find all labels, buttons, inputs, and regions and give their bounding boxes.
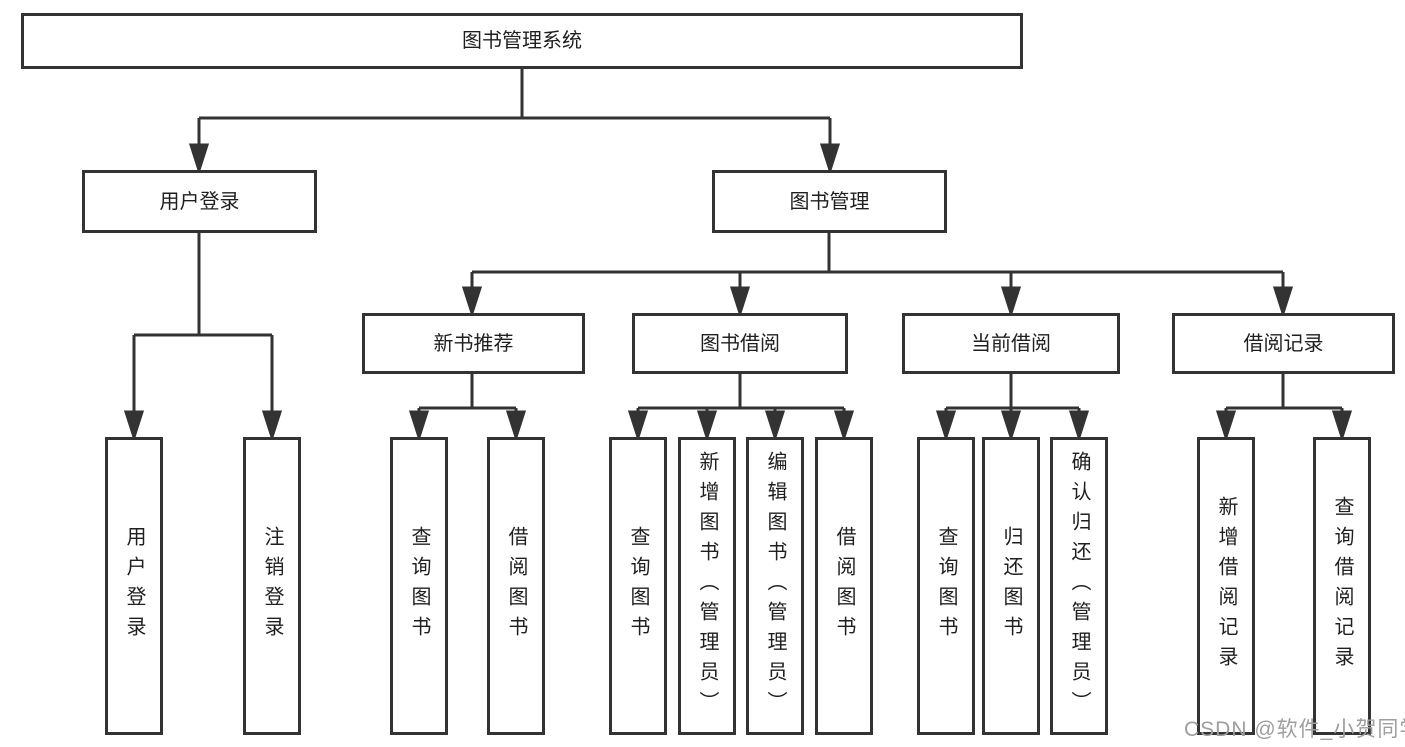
node-label: 借阅图书: [833, 526, 855, 646]
leaf-add-book-admin: 新增图书（管理员）: [678, 437, 736, 735]
arrowhead: [696, 410, 718, 442]
node-book-management: 图书管理: [712, 170, 947, 233]
leaf-confirm-return-admin: 确认归还（管理员）: [1050, 437, 1108, 735]
leaf-add-borrow-record: 新增借阅记录: [1197, 437, 1255, 735]
leaf-query-books-current: 查询图书: [917, 437, 975, 735]
node-label: 图书管理系统: [462, 30, 582, 52]
arrowhead: [819, 143, 841, 175]
connector-root-to-level1: [188, 69, 841, 430]
leaf-query-books-recommend: 查询图书: [390, 437, 448, 735]
arrowhead: [729, 286, 751, 318]
node-library-management-system: 图书管理系统: [21, 13, 1023, 69]
node-label: 查询图书: [935, 526, 957, 646]
node-user-login: 用户登录: [82, 170, 317, 233]
node-current-borrow: 当前借阅: [902, 313, 1120, 374]
leaf-query-books-borrow: 查询图书: [609, 437, 667, 735]
node-label: 新书推荐: [433, 332, 514, 355]
node-label: 注销登录: [261, 526, 283, 646]
node-label: 新增借阅记录: [1215, 496, 1237, 676]
leaf-query-borrow-record: 查询借阅记录: [1313, 437, 1371, 735]
connector-bookmgmt-to-level3: [461, 233, 1294, 318]
node-label: 图书管理: [789, 190, 870, 213]
arrowhead: [505, 410, 527, 442]
arrowhead: [261, 410, 283, 442]
node-book-borrow: 图书借阅: [632, 313, 848, 374]
arrowhead: [627, 410, 649, 442]
node-label: 当前借阅: [971, 332, 1051, 355]
node-label: 借阅图书: [505, 526, 527, 646]
node-label: 用户登录: [159, 190, 240, 213]
connector-bookborrow-to-leaves: [627, 374, 855, 442]
node-label: 归还图书: [1000, 526, 1022, 646]
leaf-logout-login: 注销登录: [243, 437, 301, 735]
leaf-return-book: 归还图书: [982, 437, 1040, 735]
node-borrow-records: 借阅记录: [1172, 313, 1395, 374]
node-label: 确认归还（管理员）: [1068, 451, 1090, 721]
node-label: 图书借阅: [700, 332, 780, 355]
node-label: 用户登录: [123, 526, 145, 646]
csdn-watermark: CSDN @软件_小贺同学: [1184, 718, 1405, 741]
connector-newbook-to-leaves: [408, 374, 527, 442]
node-label: 借阅记录: [1243, 332, 1324, 355]
node-label: 查询图书: [627, 526, 649, 646]
arrowhead: [1000, 410, 1022, 442]
arrowhead: [188, 143, 210, 175]
arrowhead: [461, 286, 483, 318]
leaf-edit-book-admin: 编辑图书（管理员）: [746, 437, 804, 735]
arrowhead: [1272, 286, 1294, 318]
arrowhead: [408, 410, 430, 442]
connector-userlogin-to-leaves: [123, 233, 283, 442]
arrowhead: [833, 410, 855, 442]
node-new-book-recommend: 新书推荐: [362, 313, 585, 374]
node-label: 查询图书: [408, 526, 430, 646]
arrowhead: [1215, 410, 1237, 442]
connector-currentborrow-to-leaves: [935, 374, 1090, 442]
arrowhead: [935, 410, 957, 442]
arrowhead: [1331, 410, 1353, 442]
leaf-borrow-books: 借阅图书: [815, 437, 873, 735]
node-label: 新增图书（管理员）: [696, 451, 718, 721]
connector-records-to-leaves: [1215, 374, 1353, 442]
arrowhead: [1000, 286, 1022, 318]
arrowhead: [764, 410, 786, 442]
leaf-user-login: 用户登录: [105, 437, 163, 735]
arrowhead: [123, 410, 145, 442]
node-label: 查询借阅记录: [1331, 496, 1353, 676]
leaf-borrow-books-recommend: 借阅图书: [487, 437, 545, 735]
arrowhead: [1068, 410, 1090, 442]
node-label: 编辑图书（管理员）: [764, 451, 786, 721]
